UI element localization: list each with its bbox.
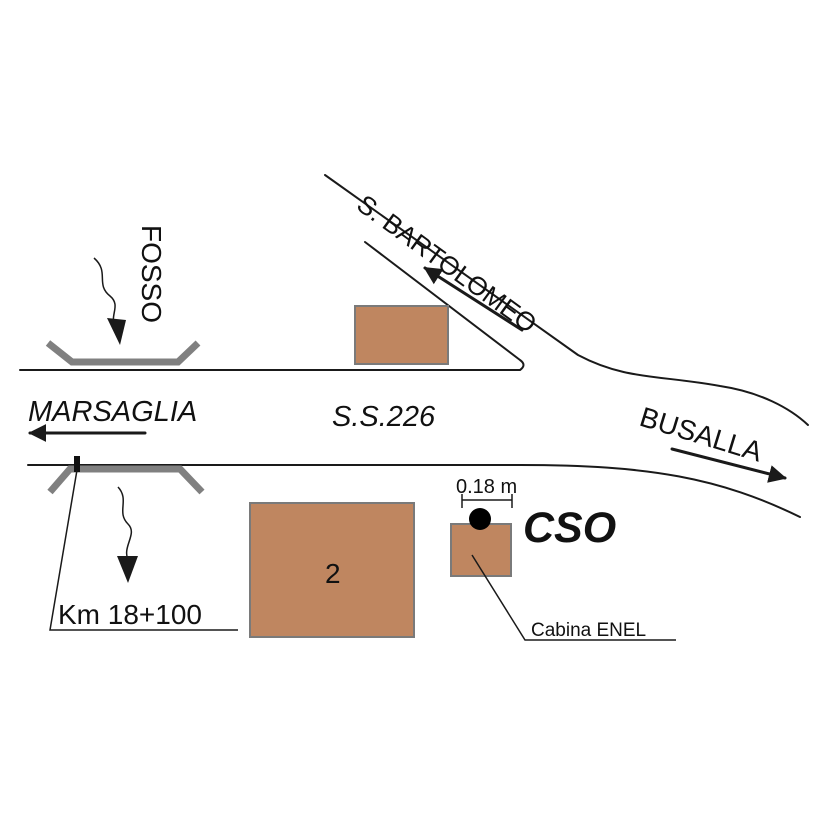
label-fosso: FOSSO — [136, 225, 167, 323]
bridge-south — [47, 465, 205, 495]
stream-north-icon — [93, 257, 126, 345]
building-2 — [249, 502, 415, 638]
label-cso: CSO — [523, 504, 616, 552]
cso-point-marker — [469, 508, 491, 530]
cabina-pointer — [471, 554, 676, 641]
stream-south-icon — [117, 486, 138, 583]
label-ss226: S.S.226 — [332, 401, 436, 433]
km-pointer — [49, 456, 238, 631]
label-cabina-enel: Cabina ENEL — [531, 620, 646, 641]
road-ss226-north-edge — [19, 241, 525, 371]
label-dimension: 0.18 m — [456, 476, 517, 498]
label-km: Km 18+100 — [58, 599, 202, 630]
road-ss226-south-edge — [27, 464, 801, 518]
label-building-2: 2 — [325, 558, 341, 589]
building-small — [354, 305, 449, 365]
arrow-s-bartolomeo-icon — [423, 266, 524, 332]
bridge-north — [45, 340, 201, 366]
dimension-marker — [461, 494, 513, 508]
arrow-busalla-icon — [670, 447, 787, 483]
road-ss226 — [19, 174, 809, 518]
road-ss226-east-edge — [324, 174, 809, 426]
label-marsaglia: MARSAGLIA — [28, 396, 197, 428]
